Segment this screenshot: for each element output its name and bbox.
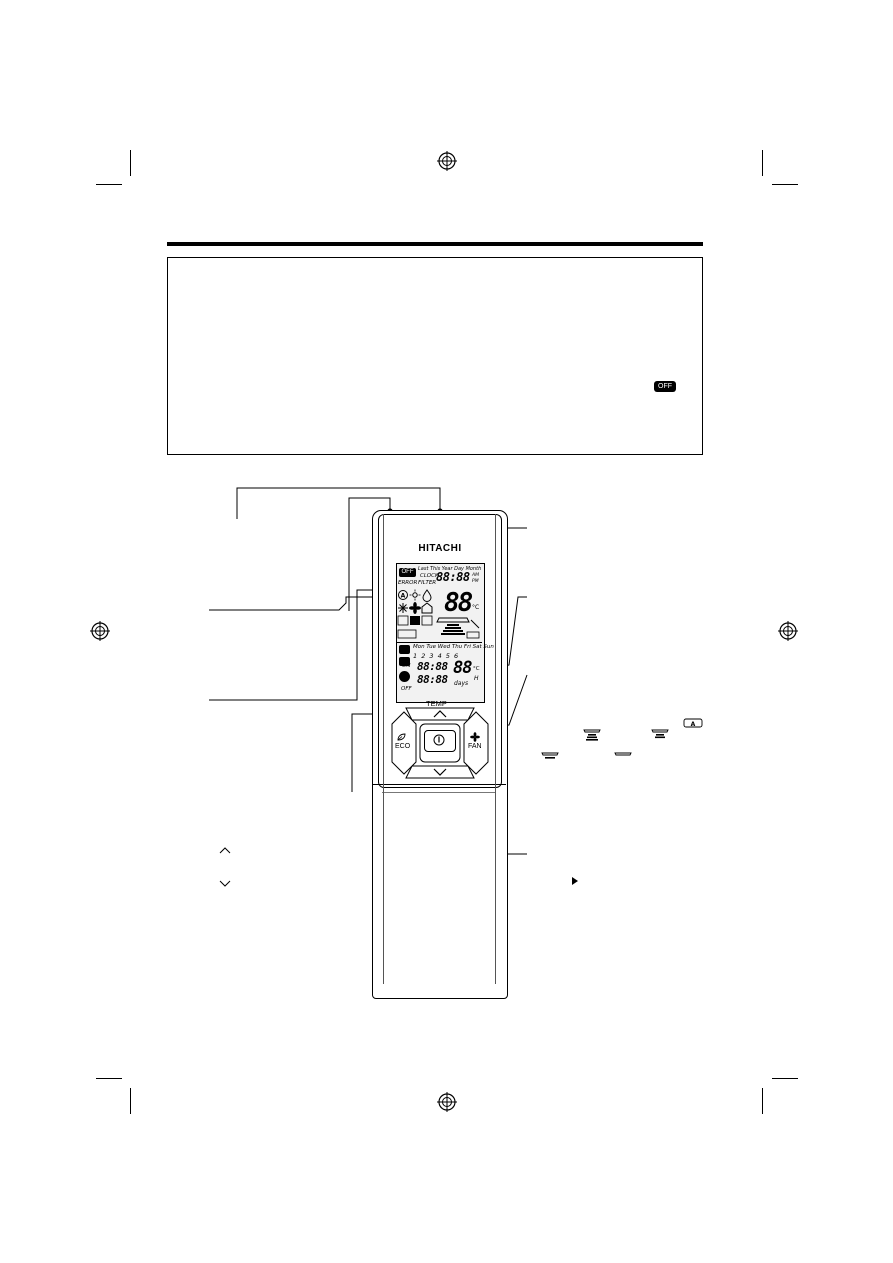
lcd-display xyxy=(396,563,485,703)
lcd-clock-icon xyxy=(399,671,410,682)
lcd-program-numbers: 1 2 3 4 5 6 xyxy=(413,652,460,660)
lcd-period-row: Last This Year Day Month xyxy=(418,566,482,572)
crop-mark xyxy=(130,150,131,176)
registration-mark-right xyxy=(778,621,798,641)
power-icon xyxy=(433,734,445,746)
svg-text:A: A xyxy=(691,721,696,728)
lcd-filter-label: FILTER xyxy=(418,580,437,586)
remote-lid-edge xyxy=(372,784,506,785)
lcd-off-time: 88:88 xyxy=(417,673,448,686)
lcd-on-time: 88:88 xyxy=(417,660,448,673)
lcd-unit-c: °C xyxy=(473,666,480,672)
lcd-clock-digits: 88:88 xyxy=(436,570,470,584)
lcd-week-row: Mon Tue Wed Thu Fri Sat Sun xyxy=(413,644,494,650)
lcd-value-digits: 88 xyxy=(453,658,473,678)
svg-text:A: A xyxy=(401,593,406,600)
fan-speed-silent-icon xyxy=(614,752,632,756)
remote-lid-edge xyxy=(382,792,496,793)
lcd-timer-icon xyxy=(399,645,410,654)
lcd-temp-digits: 88 xyxy=(444,588,473,618)
lcd-off-badge: OFF xyxy=(399,568,416,577)
remote-side-line xyxy=(495,514,496,984)
chevron-up-icon xyxy=(433,710,447,718)
lcd-mode-icons: A xyxy=(398,589,433,614)
fan-speed-high-icon xyxy=(583,729,601,741)
registration-mark-top xyxy=(437,151,457,171)
crop-mark xyxy=(762,150,763,176)
header-rule xyxy=(167,242,703,246)
lcd-error-label: ERROR xyxy=(398,580,418,586)
remote-side-line xyxy=(383,514,384,984)
chevron-down-icon xyxy=(433,768,447,776)
crop-mark xyxy=(96,1078,122,1079)
fan-speed-auto-icon: A xyxy=(683,718,703,728)
lcd-days-label: days xyxy=(454,680,469,687)
power-button[interactable] xyxy=(424,730,456,752)
lcd-divider xyxy=(397,642,482,643)
lcd-on-label: ON xyxy=(402,663,411,669)
lcd-pm-label: PM xyxy=(472,579,479,584)
lcd-am-label: AM xyxy=(472,573,479,578)
fan-label: FAN xyxy=(468,743,482,750)
registration-mark-left xyxy=(90,621,110,641)
fan-speed-medium-icon xyxy=(651,729,669,739)
remote-front-panel xyxy=(378,514,502,788)
fan-icon xyxy=(470,732,480,742)
chevron-up-icon xyxy=(219,847,231,854)
lcd-off-label: OFF xyxy=(401,686,412,692)
crop-mark xyxy=(772,184,798,185)
fan-speed-low-icon xyxy=(541,752,559,759)
lcd-clock-label: CLOCK xyxy=(420,573,439,579)
temp-label: TEMP xyxy=(426,699,447,708)
eco-leaf-icon xyxy=(397,733,406,741)
crop-mark xyxy=(772,1078,798,1079)
crop-mark xyxy=(130,1088,131,1114)
lcd-unit-h: H xyxy=(474,675,479,682)
play-arrow-icon xyxy=(572,877,578,885)
crop-mark xyxy=(96,184,122,185)
crop-mark xyxy=(762,1088,763,1114)
lcd-timer-icon xyxy=(399,657,410,666)
notice-box xyxy=(167,257,703,455)
eco-label: ECO xyxy=(395,743,411,750)
lcd-deg-c: °C xyxy=(472,604,480,611)
brand-logo: HITACHI xyxy=(418,543,462,554)
notice-off-badge: OFF xyxy=(654,381,676,392)
lcd-airflow-icons xyxy=(397,615,480,639)
chevron-down-icon xyxy=(219,880,231,887)
registration-mark-bottom xyxy=(437,1092,457,1112)
